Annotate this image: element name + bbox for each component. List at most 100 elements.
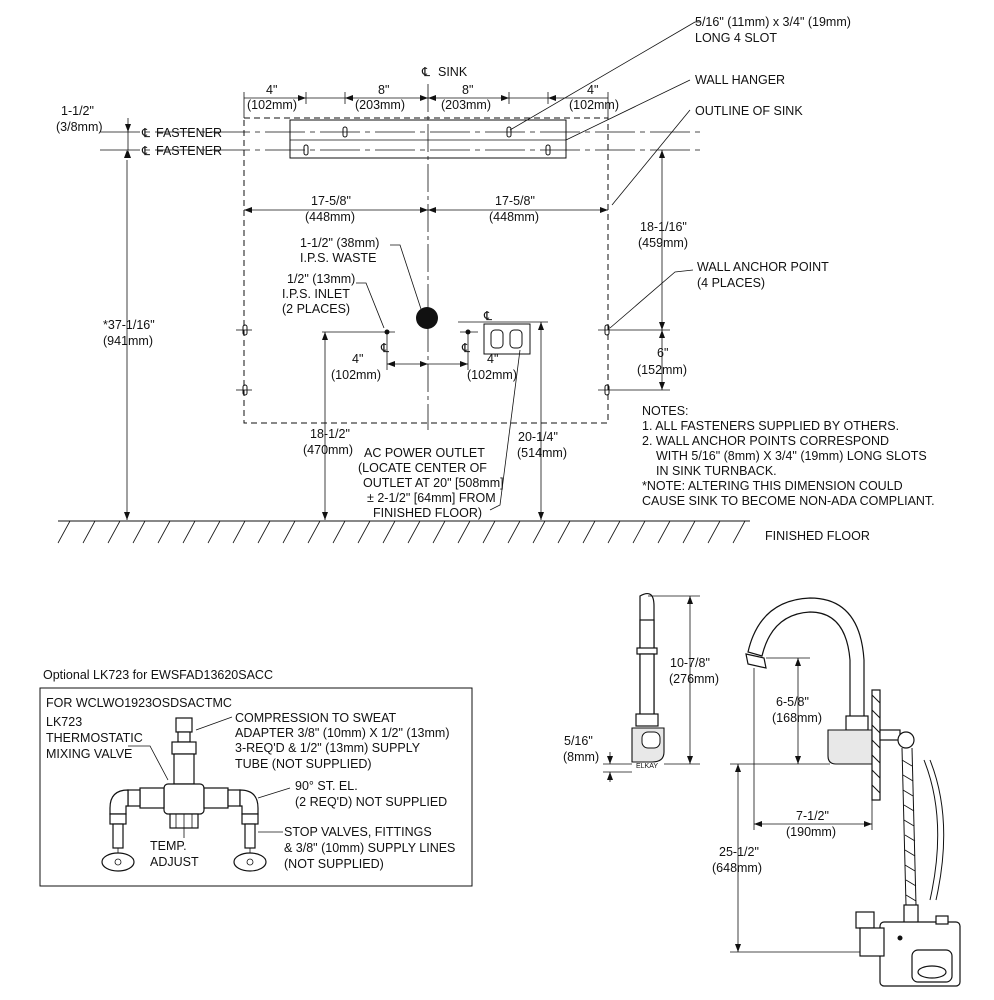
floor-hatch-line — [607, 520, 621, 544]
floor-hatch-line — [532, 520, 546, 544]
floor-hatch-line — [282, 520, 296, 544]
ac-outlet-line-1: AC POWER OUTLET — [364, 446, 485, 460]
compression-line-1: COMPRESSION TO SWEAT — [235, 711, 396, 725]
fastener-offset-mm: (3/8mm) — [56, 120, 103, 134]
notes-line-4: WITH 5/16" (8mm) X 3/4" (19mm) LONG SLOT… — [656, 449, 927, 463]
overall-height-mm: (941mm) — [103, 334, 153, 348]
notes-line-6: *NOTE: ALTERING THIS DIMENSION COULD — [642, 479, 903, 493]
cl-inlet-left: ℄ — [380, 341, 390, 355]
floor-hatch-line — [707, 520, 721, 544]
ac-outlet-line-3: OUTLET AT 20" [508mm] — [363, 476, 504, 490]
floor-hatch-line — [557, 520, 571, 544]
compression-line-2: ADAPTER 3/8" (10mm) X 1/2" (13mm) — [235, 726, 449, 740]
floor-hatch-line — [82, 520, 96, 544]
fastener-2-label: FASTENER — [156, 144, 222, 158]
floor-hatch-line — [382, 520, 396, 544]
notes-line-1: NOTES: — [642, 404, 689, 418]
notes-line-3: 2. WALL ANCHOR POINTS CORRESPOND — [642, 434, 889, 448]
dim-top-4-in: 4" — [587, 83, 598, 97]
temp-adjust-line-1: TEMP. — [150, 839, 187, 853]
floor-hatch-line — [157, 520, 171, 544]
hanger-slots — [303, 126, 551, 156]
slot-note-line-1: 5/16" (11mm) x 3/4" (19mm) — [695, 15, 851, 29]
outlet-height-mm: (514mm) — [517, 446, 567, 460]
mixing-valve-illustration — [101, 717, 267, 872]
dim-top-1-in: 4" — [266, 83, 277, 97]
floor-hatch-line — [657, 520, 671, 544]
elbow-line-1: 90° ST. EL. — [295, 779, 358, 793]
floor-hatch-line — [207, 520, 221, 544]
valve-label-1: LK723 — [46, 715, 82, 729]
faucet-brand-label: ELKAY — [636, 763, 658, 770]
outlet-height-in: 20-1/4" — [518, 430, 558, 444]
wall-anchor-line-2: (4 PLACES) — [697, 276, 765, 290]
ac-outlet-line-4: ± 2-1/2" [64mm] FROM — [367, 491, 496, 505]
dim-top-3-in: 8" — [462, 83, 473, 97]
anchor-spacing-mm: (152mm) — [637, 363, 687, 377]
inlet-spacing-left-in: 4" — [352, 352, 363, 366]
valve-label-3: MIXING VALVE — [46, 747, 132, 761]
waste-label-1: 1-1/2" (38mm) — [300, 236, 379, 250]
cl-fastener-1-symbol: ℄ — [141, 126, 151, 140]
cl-inlet-right: ℄ — [461, 341, 471, 355]
cl-outlet: ℄ — [483, 309, 493, 323]
compression-line-4: TUBE (NOT SUPPLIED) — [235, 757, 372, 771]
spout-drop-in: 6-5/8" — [776, 695, 809, 709]
reach-mm: (190mm) — [786, 825, 836, 839]
wall-hanger-label: WALL HANGER — [695, 73, 785, 87]
floor-hatch-line — [732, 520, 746, 544]
dim-top-2-mm: (203mm) — [355, 98, 405, 112]
notes-line-7: CAUSE SINK TO BECOME NON-ADA COMPLIANT. — [642, 494, 935, 508]
valve-detail: Optional LK723 for EWSFAD13620SACC FOR W… — [39, 668, 473, 887]
half-width-left-mm: (448mm) — [305, 210, 355, 224]
waste-outlet — [416, 307, 438, 329]
stop-valves-line-3: (NOT SUPPLIED) — [284, 857, 384, 871]
valve-detail-box — [39, 687, 473, 887]
floor-hatch-line — [507, 520, 521, 544]
elbow-line-2: (2 REQ'D) NOT SUPPLIED — [295, 795, 447, 809]
anchor-spacing-in: 6" — [657, 346, 668, 360]
floor-hatch-line — [682, 520, 696, 544]
wall-anchor-points — [236, 324, 670, 396]
faucet-side-view: 6-5/8" (168mm) 7-1/2" (190mm) 25-1/2" (6… — [712, 597, 961, 987]
floor-hatch-line — [132, 520, 146, 544]
spout-gap-mm: (8mm) — [563, 750, 599, 764]
floor-hatch-line — [632, 520, 646, 544]
dim-top-2-in: 8" — [378, 83, 389, 97]
front-height-mm: (276mm) — [669, 672, 719, 686]
stop-valves-line-2: & 3/8" (10mm) SUPPLY LINES — [284, 841, 455, 855]
for-model-label: FOR WCLWO1923OSDSACTMC — [46, 696, 232, 710]
cl-sink-label: SINK — [438, 65, 468, 79]
dim-top-1-mm: (102mm) — [247, 98, 297, 112]
cl-fastener-2-symbol: ℄ — [141, 144, 151, 158]
valve-label-2: THERMOSTATIC — [46, 731, 143, 745]
temp-adjust-line-2: ADJUST — [150, 855, 199, 869]
stop-valves-line-1: STOP VALVES, FITTINGS — [284, 825, 432, 839]
ac-power-outlet — [458, 321, 548, 355]
faucet-front-view: ELKAY 10-7/8" (276mm) 5/16" (8mm) — [563, 593, 719, 782]
front-height-in: 10-7/8" — [670, 656, 710, 670]
slot-note-line-2: LONG 4 SLOT — [695, 31, 777, 45]
half-width-right-mm: (448mm) — [489, 210, 539, 224]
spout-drop-mm: (168mm) — [772, 711, 822, 725]
overall-mm: (648mm) — [712, 861, 762, 875]
finished-floor-label: FINISHED FLOOR — [765, 529, 870, 543]
floor-hatch-line — [407, 520, 421, 544]
rough-in-elevation: ℄ SINK 4" (102mm) 8" (203mm) 8" (203mm) … — [56, 15, 935, 544]
inlet-label-1: 1/2" (13mm) — [287, 272, 355, 286]
waste-label-2: I.P.S. WASTE — [300, 251, 376, 265]
sink-outline — [243, 117, 609, 424]
floor-hatch-line — [432, 520, 446, 544]
overall-in: 25-1/2" — [719, 845, 759, 859]
inlet-label-2: I.P.S. INLET — [282, 287, 350, 301]
notes-line-2: 1. ALL FASTENERS SUPPLIED BY OTHERS. — [642, 419, 899, 433]
sink-depth-mm: (459mm) — [638, 236, 688, 250]
half-width-left-in: 17-5/8" — [311, 194, 351, 208]
wall-anchor-line-1: WALL ANCHOR POINT — [697, 260, 829, 274]
inlet-spacing-right-in: 4" — [487, 352, 498, 366]
floor-hatch-line — [182, 520, 196, 544]
inlet-spacing-right-mm: (102mm) — [467, 368, 517, 382]
floor-hatch-line — [257, 520, 271, 544]
ac-outlet-line-5: FINISHED FLOOR) — [373, 506, 482, 520]
